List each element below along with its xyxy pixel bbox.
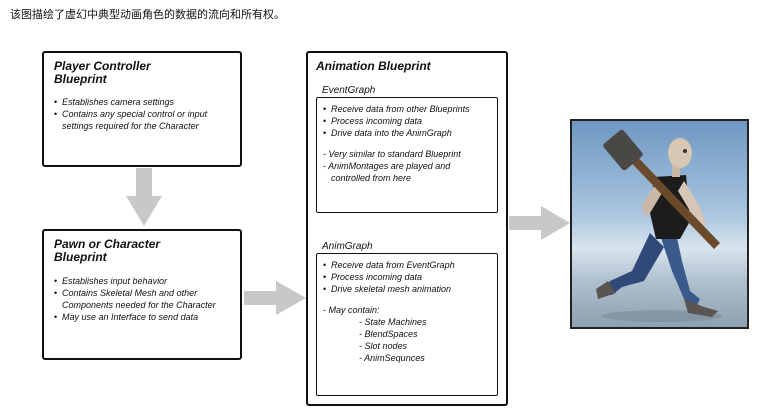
pawn-character-blueprint-box: Pawn or Character Blueprint Establishes …	[42, 229, 242, 360]
pawn-bullet: Contains Skeletal Mesh and other Compone…	[54, 287, 230, 311]
character-with-hammer-image	[596, 129, 722, 322]
pawn-bullet: Establishes input behavior	[54, 275, 230, 287]
pawn-bullet-list: Establishes input behavior Contains Skel…	[54, 275, 230, 323]
may-contain-item: - AnimSequnces	[359, 353, 425, 363]
event-graph-note: controlled from here	[331, 173, 412, 183]
player-controller-title-line2: Blueprint	[54, 72, 107, 86]
character-image	[570, 119, 749, 329]
animation-blueprint-box: Animation Blueprint EventGraph Receive d…	[306, 51, 508, 406]
event-graph-label: EventGraph	[322, 85, 376, 96]
right-arrow-icon	[509, 206, 570, 240]
anim-graph-bullet-prefix: Receive data from	[331, 260, 407, 270]
may-contain-item: - BlendSpaces	[359, 329, 418, 339]
player-controller-bullet-list: Establishes camera settings Contains any…	[54, 96, 230, 132]
may-contain-label: - May contain:	[323, 305, 380, 315]
anim-graph-box: Receive data from EventGraph Process inc…	[316, 253, 498, 396]
diagram-caption: 该图描绘了虚幻中典型动画角色的数据的流向和所有权。	[10, 8, 285, 21]
anim-graph-bullet-list: Receive data from EventGraph Process inc…	[323, 259, 491, 295]
player-controller-bullet: Establishes camera settings	[54, 96, 230, 108]
event-graph-bullet: Process incoming data	[323, 115, 491, 127]
event-graph-note: - Very similar to standard Blueprint	[323, 149, 461, 159]
right-arrow-icon	[244, 281, 306, 315]
may-contain-item: - State Machines	[359, 317, 427, 327]
pawn-title-line2: Blueprint	[54, 250, 107, 264]
anim-graph-label: AnimGraph	[322, 241, 373, 252]
pawn-title: Pawn or Character Blueprint	[54, 238, 230, 264]
event-graph-bullet: Receive data from other Blueprints	[323, 103, 491, 115]
event-graph-note: - AnimMontages are played and	[323, 161, 451, 171]
animation-blueprint-title: Animation Blueprint	[316, 59, 431, 73]
may-contain-item: - Slot nodes	[359, 341, 408, 351]
pawn-bullet: May use an Interface to send data	[54, 311, 230, 323]
down-arrow-icon	[126, 168, 162, 226]
event-graph-reference: EventGraph	[406, 260, 455, 270]
anim-graph-bullet: Drive skeletal mesh animation	[323, 283, 491, 295]
player-controller-title: Player Controller Blueprint	[54, 60, 230, 86]
pawn-title-line1: Pawn or Character	[54, 237, 161, 251]
event-graph-box: Receive data from other Blueprints Proce…	[316, 97, 498, 213]
anim-graph-bullet: Process incoming data	[323, 271, 491, 283]
player-controller-title-line1: Player Controller	[54, 59, 151, 73]
event-graph-bullet: Drive data into the AnimGraph	[323, 127, 491, 139]
player-controller-bullet: Contains any special control or input se…	[54, 108, 230, 132]
anim-graph-bullet: Receive data from EventGraph	[323, 259, 491, 271]
event-graph-bullet-list: Receive data from other Blueprints Proce…	[323, 103, 491, 139]
player-controller-blueprint-box: Player Controller Blueprint Establishes …	[42, 51, 242, 167]
